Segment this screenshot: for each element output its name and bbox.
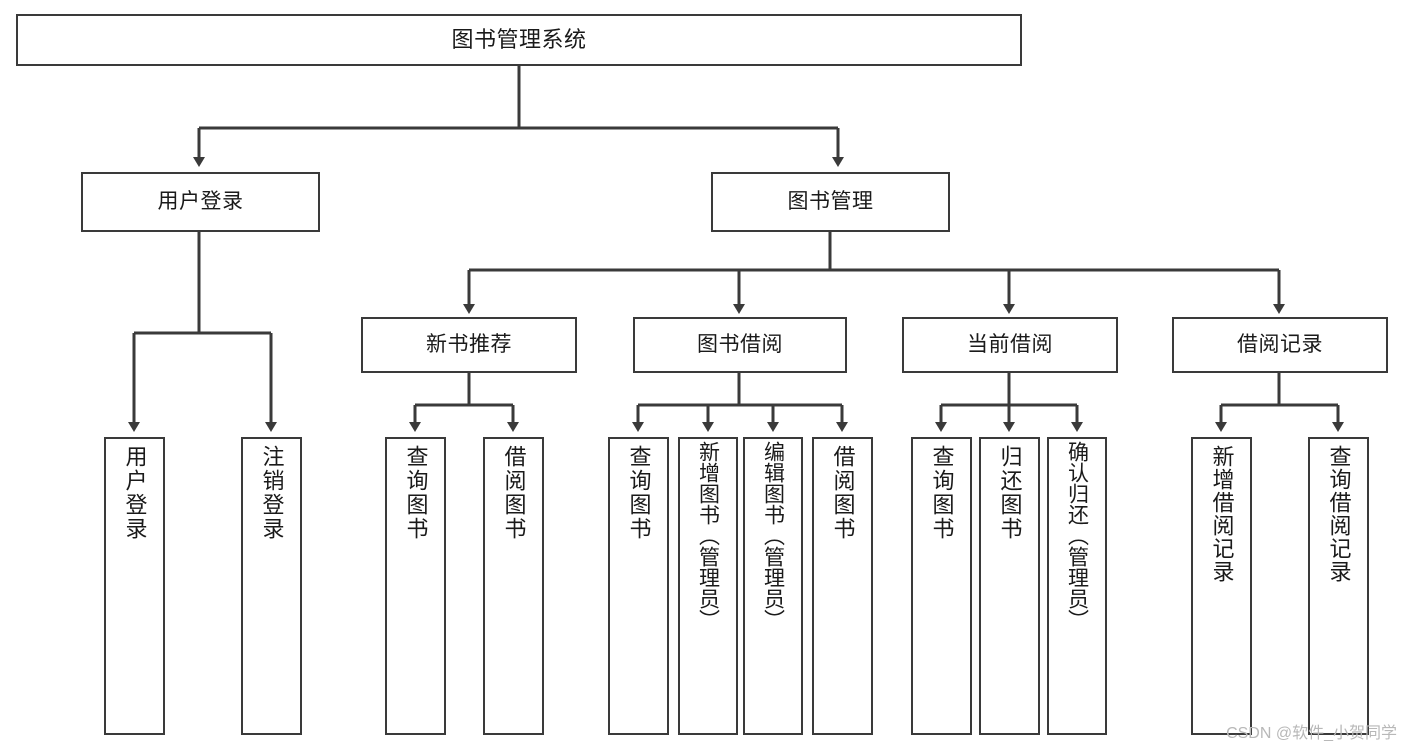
node-root-system-label: 图书管理系统 xyxy=(451,27,587,53)
leaf-borrow-query-book[interactable]: 查询图书 xyxy=(608,437,669,735)
leaf-user-login-signout[interactable]: 注销登录 xyxy=(241,437,302,735)
leaf-current-return-book-label: 归还图书 xyxy=(997,445,1023,541)
leaf-borrow-borrow-book-label: 借阅图书 xyxy=(830,445,856,541)
node-new-book-recommend[interactable]: 新书推荐 xyxy=(361,317,577,373)
node-user-login-label: 用户登录 xyxy=(157,189,244,213)
leaf-user-login-signout-label: 注销登录 xyxy=(259,445,285,541)
leaf-borrow-edit-book-admin-label: 编辑图书（管理员） xyxy=(761,441,785,630)
leaf-record-add-record-label: 新增借阅记录 xyxy=(1209,445,1235,583)
leaf-current-confirm-return-admin[interactable]: 确认归还（管理员） xyxy=(1047,437,1107,735)
leaf-user-login-signin[interactable]: 用户登录 xyxy=(104,437,165,735)
node-borrow-record-label: 借阅记录 xyxy=(1237,332,1323,356)
leaf-current-query-book[interactable]: 查询图书 xyxy=(911,437,972,735)
node-user-login[interactable]: 用户登录 xyxy=(81,172,320,232)
leaf-record-query-record-label: 查询借阅记录 xyxy=(1326,445,1352,583)
leaf-new-book-query-label: 查询图书 xyxy=(403,445,429,541)
leaf-record-add-record[interactable]: 新增借阅记录 xyxy=(1191,437,1252,735)
watermark-text: CSDN @软件_小贺同学 xyxy=(1226,725,1397,742)
leaf-borrow-borrow-book[interactable]: 借阅图书 xyxy=(812,437,873,735)
leaf-borrow-query-book-label: 查询图书 xyxy=(626,445,652,541)
leaf-borrow-add-book-admin-label: 新增图书（管理员） xyxy=(696,441,720,630)
node-book-management-label: 图书管理 xyxy=(787,189,874,213)
leaf-record-query-record[interactable]: 查询借阅记录 xyxy=(1308,437,1369,735)
leaf-borrow-add-book-admin[interactable]: 新增图书（管理员） xyxy=(678,437,738,735)
leaf-borrow-edit-book-admin[interactable]: 编辑图书（管理员） xyxy=(743,437,803,735)
leaf-new-book-query[interactable]: 查询图书 xyxy=(385,437,446,735)
leaf-current-return-book[interactable]: 归还图书 xyxy=(979,437,1040,735)
node-borrow-record[interactable]: 借阅记录 xyxy=(1172,317,1388,373)
node-current-borrow[interactable]: 当前借阅 xyxy=(902,317,1118,373)
node-book-management[interactable]: 图书管理 xyxy=(711,172,950,232)
leaf-current-confirm-return-admin-label: 确认归还（管理员） xyxy=(1065,441,1089,630)
node-root-system[interactable]: 图书管理系统 xyxy=(16,14,1022,66)
leaf-user-login-signin-label: 用户登录 xyxy=(122,445,148,541)
leaf-current-query-book-label: 查询图书 xyxy=(929,445,955,541)
leaf-new-book-borrow[interactable]: 借阅图书 xyxy=(483,437,544,735)
leaf-new-book-borrow-label: 借阅图书 xyxy=(501,445,527,541)
node-book-borrow[interactable]: 图书借阅 xyxy=(633,317,847,373)
node-current-borrow-label: 当前借阅 xyxy=(967,332,1053,356)
node-new-book-recommend-label: 新书推荐 xyxy=(426,332,512,356)
node-book-borrow-label: 图书借阅 xyxy=(697,332,783,356)
